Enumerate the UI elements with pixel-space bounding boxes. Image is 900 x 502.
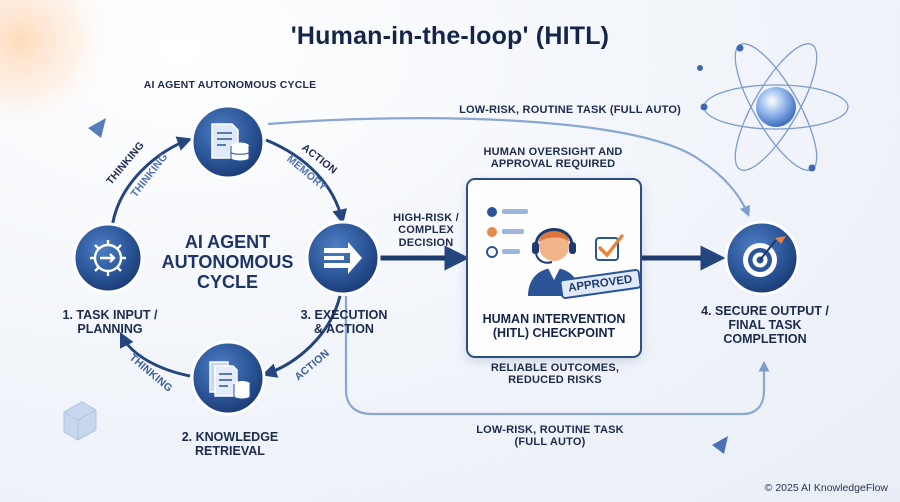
secure-output-label: 4. SECURE OUTPUT / FINAL TASK COMPLETION	[701, 304, 829, 346]
node-task-input	[72, 222, 144, 294]
arrow-top-to-execution	[265, 138, 348, 225]
node-secure-output	[724, 220, 800, 296]
center-cycle-label: AI AGENT AUTONOMOUS CYCLE	[161, 232, 294, 293]
stacked-documents-database-icon	[209, 361, 251, 400]
hitl-footer: RELIABLE OUTCOMES, REDUCED RISKS	[490, 362, 620, 387]
decor-cube	[63, 401, 97, 441]
bottom-route-label: LOW-RISK, ROUTINE TASK (FULL AUTO)	[476, 424, 624, 449]
decor-pyramid-2	[712, 436, 728, 454]
document-database-icon	[211, 123, 250, 162]
corner-glow	[0, 0, 115, 135]
knowledge-label: 2. KNOWLEDGE RETRIEVAL	[181, 430, 279, 458]
node-top-cycle	[190, 104, 266, 180]
copyright-text: © 2025 AI KnowledgeFlow	[764, 482, 888, 494]
hitl-checkpoint-label: HUMAN INTERVENTION (HITL) CHECKPOINT	[482, 312, 626, 340]
node-knowledge	[190, 340, 266, 416]
atom-icon	[697, 43, 849, 172]
top-route-label: LOW-RISK, ROUTINE TASK (FULL AUTO)	[459, 104, 681, 116]
decor-pyramid	[88, 118, 106, 138]
cycle-caption: AI AGENT AUTONOMOUS CYCLE	[143, 79, 317, 91]
arrow-knowledge-to-input	[119, 331, 191, 378]
execution-label: 3. EXECUTION & ACTION	[300, 308, 388, 336]
arrow-bottom-route	[344, 296, 770, 416]
arrow-top-route	[267, 117, 751, 218]
arrow-execution-to-knowledge	[261, 295, 342, 378]
page-title: 'Human-in-the-loop' (HITL)	[290, 22, 610, 50]
arrows-right-icon	[324, 242, 362, 274]
high-risk-label: HIGH-RISK / COMPLEX DECISION	[393, 212, 459, 249]
task-input-label: 1. TASK INPUT / PLANNING	[62, 308, 158, 336]
hitl-checkpoint-box: APPROVED HUMAN INTERVENTION (HITL) CHECK…	[466, 178, 642, 358]
node-execution	[305, 220, 381, 296]
arrow-input-to-top	[110, 136, 193, 229]
hitl-header: HUMAN OVERSIGHT AND APPROVAL REQUIRED	[483, 146, 623, 171]
gear-arrow-icon	[90, 240, 126, 276]
target-flag-icon	[743, 236, 786, 277]
